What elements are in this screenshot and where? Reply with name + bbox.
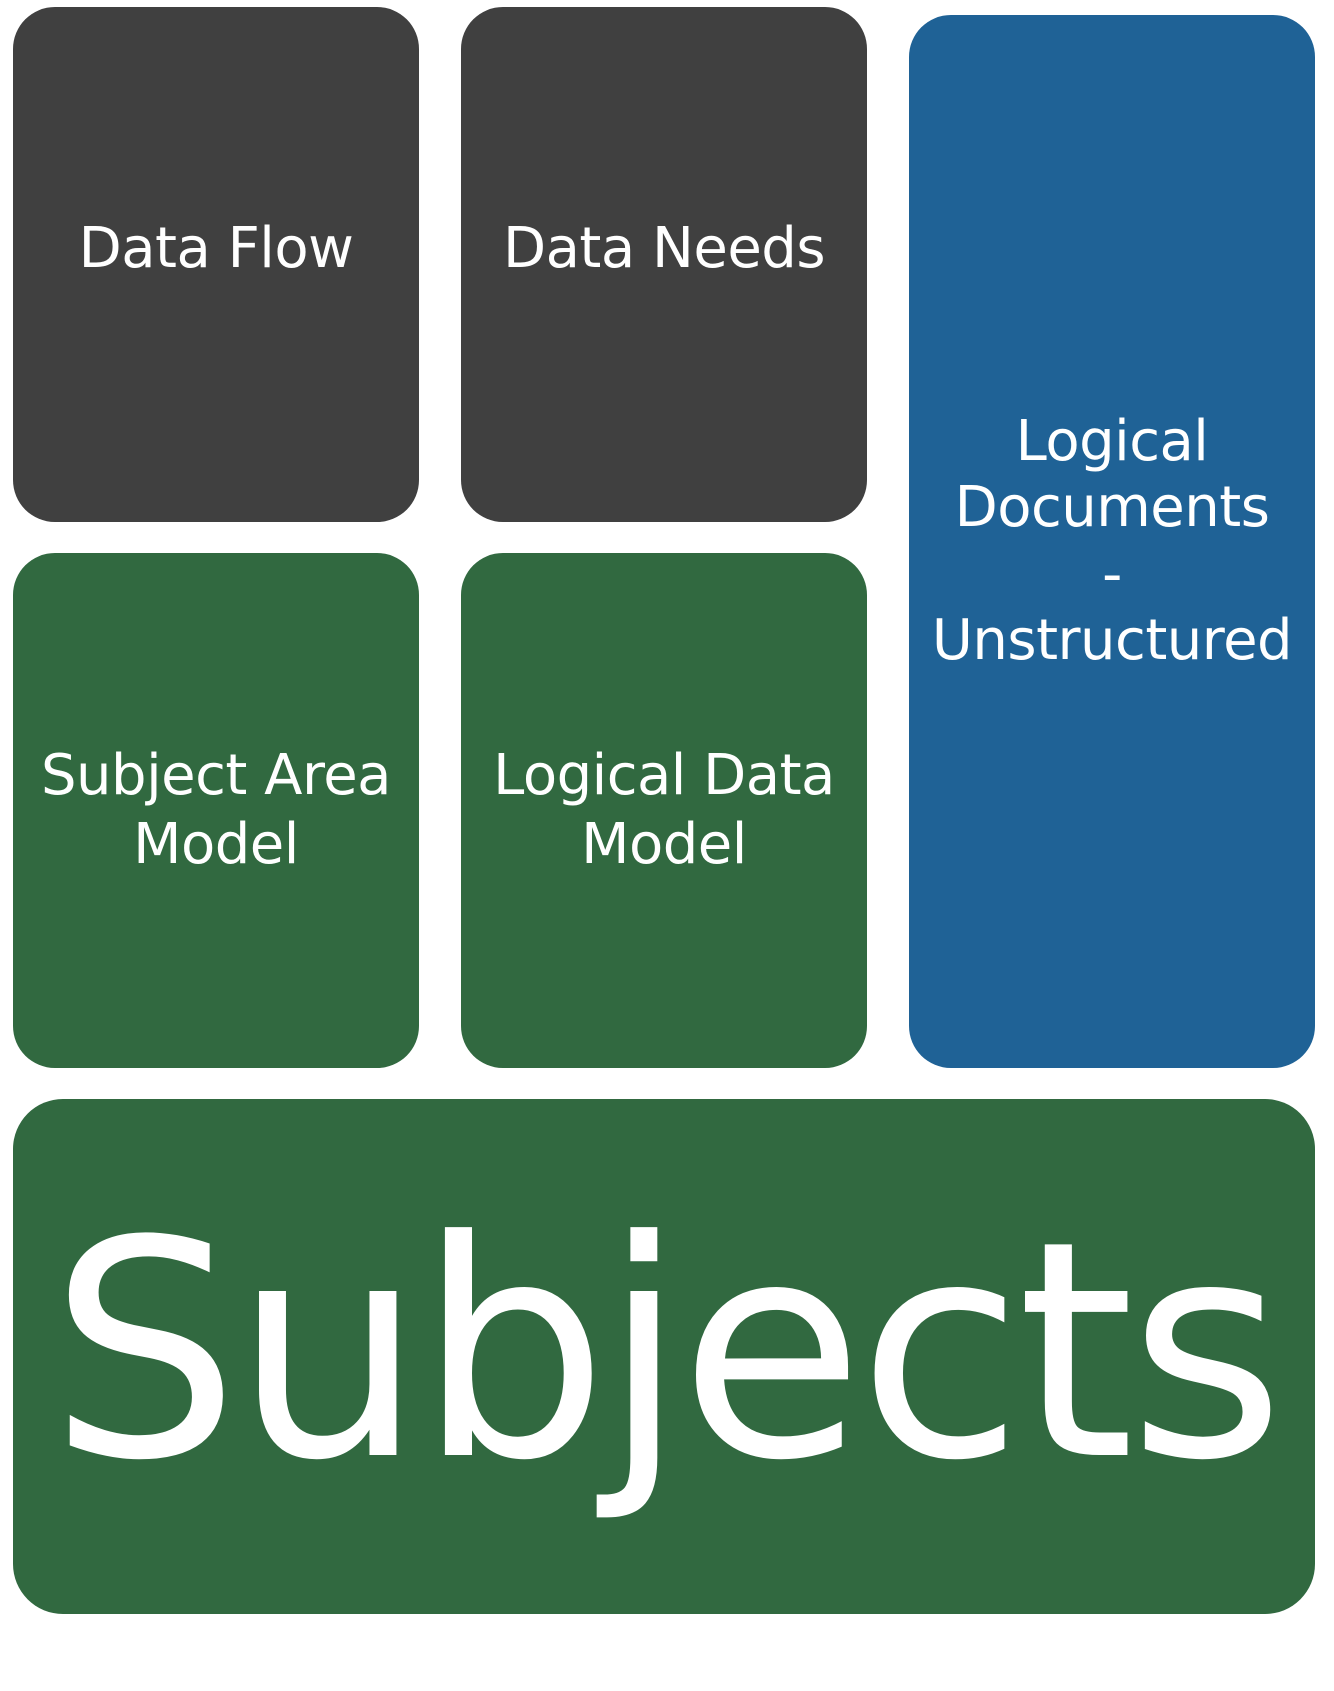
subjects-label: Subjects <box>49 1176 1285 1526</box>
logical-documents-label: Logical Documents - Unstructured <box>931 409 1293 673</box>
data-needs-tile: Data Needs <box>461 7 867 522</box>
subjects-tile: Subjects <box>13 1099 1315 1614</box>
logical-data-model-label: Logical Data Model <box>493 743 835 877</box>
data-flow-label: Data Flow <box>78 216 354 282</box>
logical-documents-tile: Logical Documents - Unstructured <box>909 15 1315 1068</box>
subject-area-model-label: Subject Area Model <box>40 743 392 877</box>
subject-area-model-tile: Subject Area Model <box>13 553 419 1068</box>
data-needs-label: Data Needs <box>502 216 826 282</box>
logical-data-model-tile: Logical Data Model <box>461 553 867 1068</box>
data-flow-tile: Data Flow <box>13 7 419 522</box>
